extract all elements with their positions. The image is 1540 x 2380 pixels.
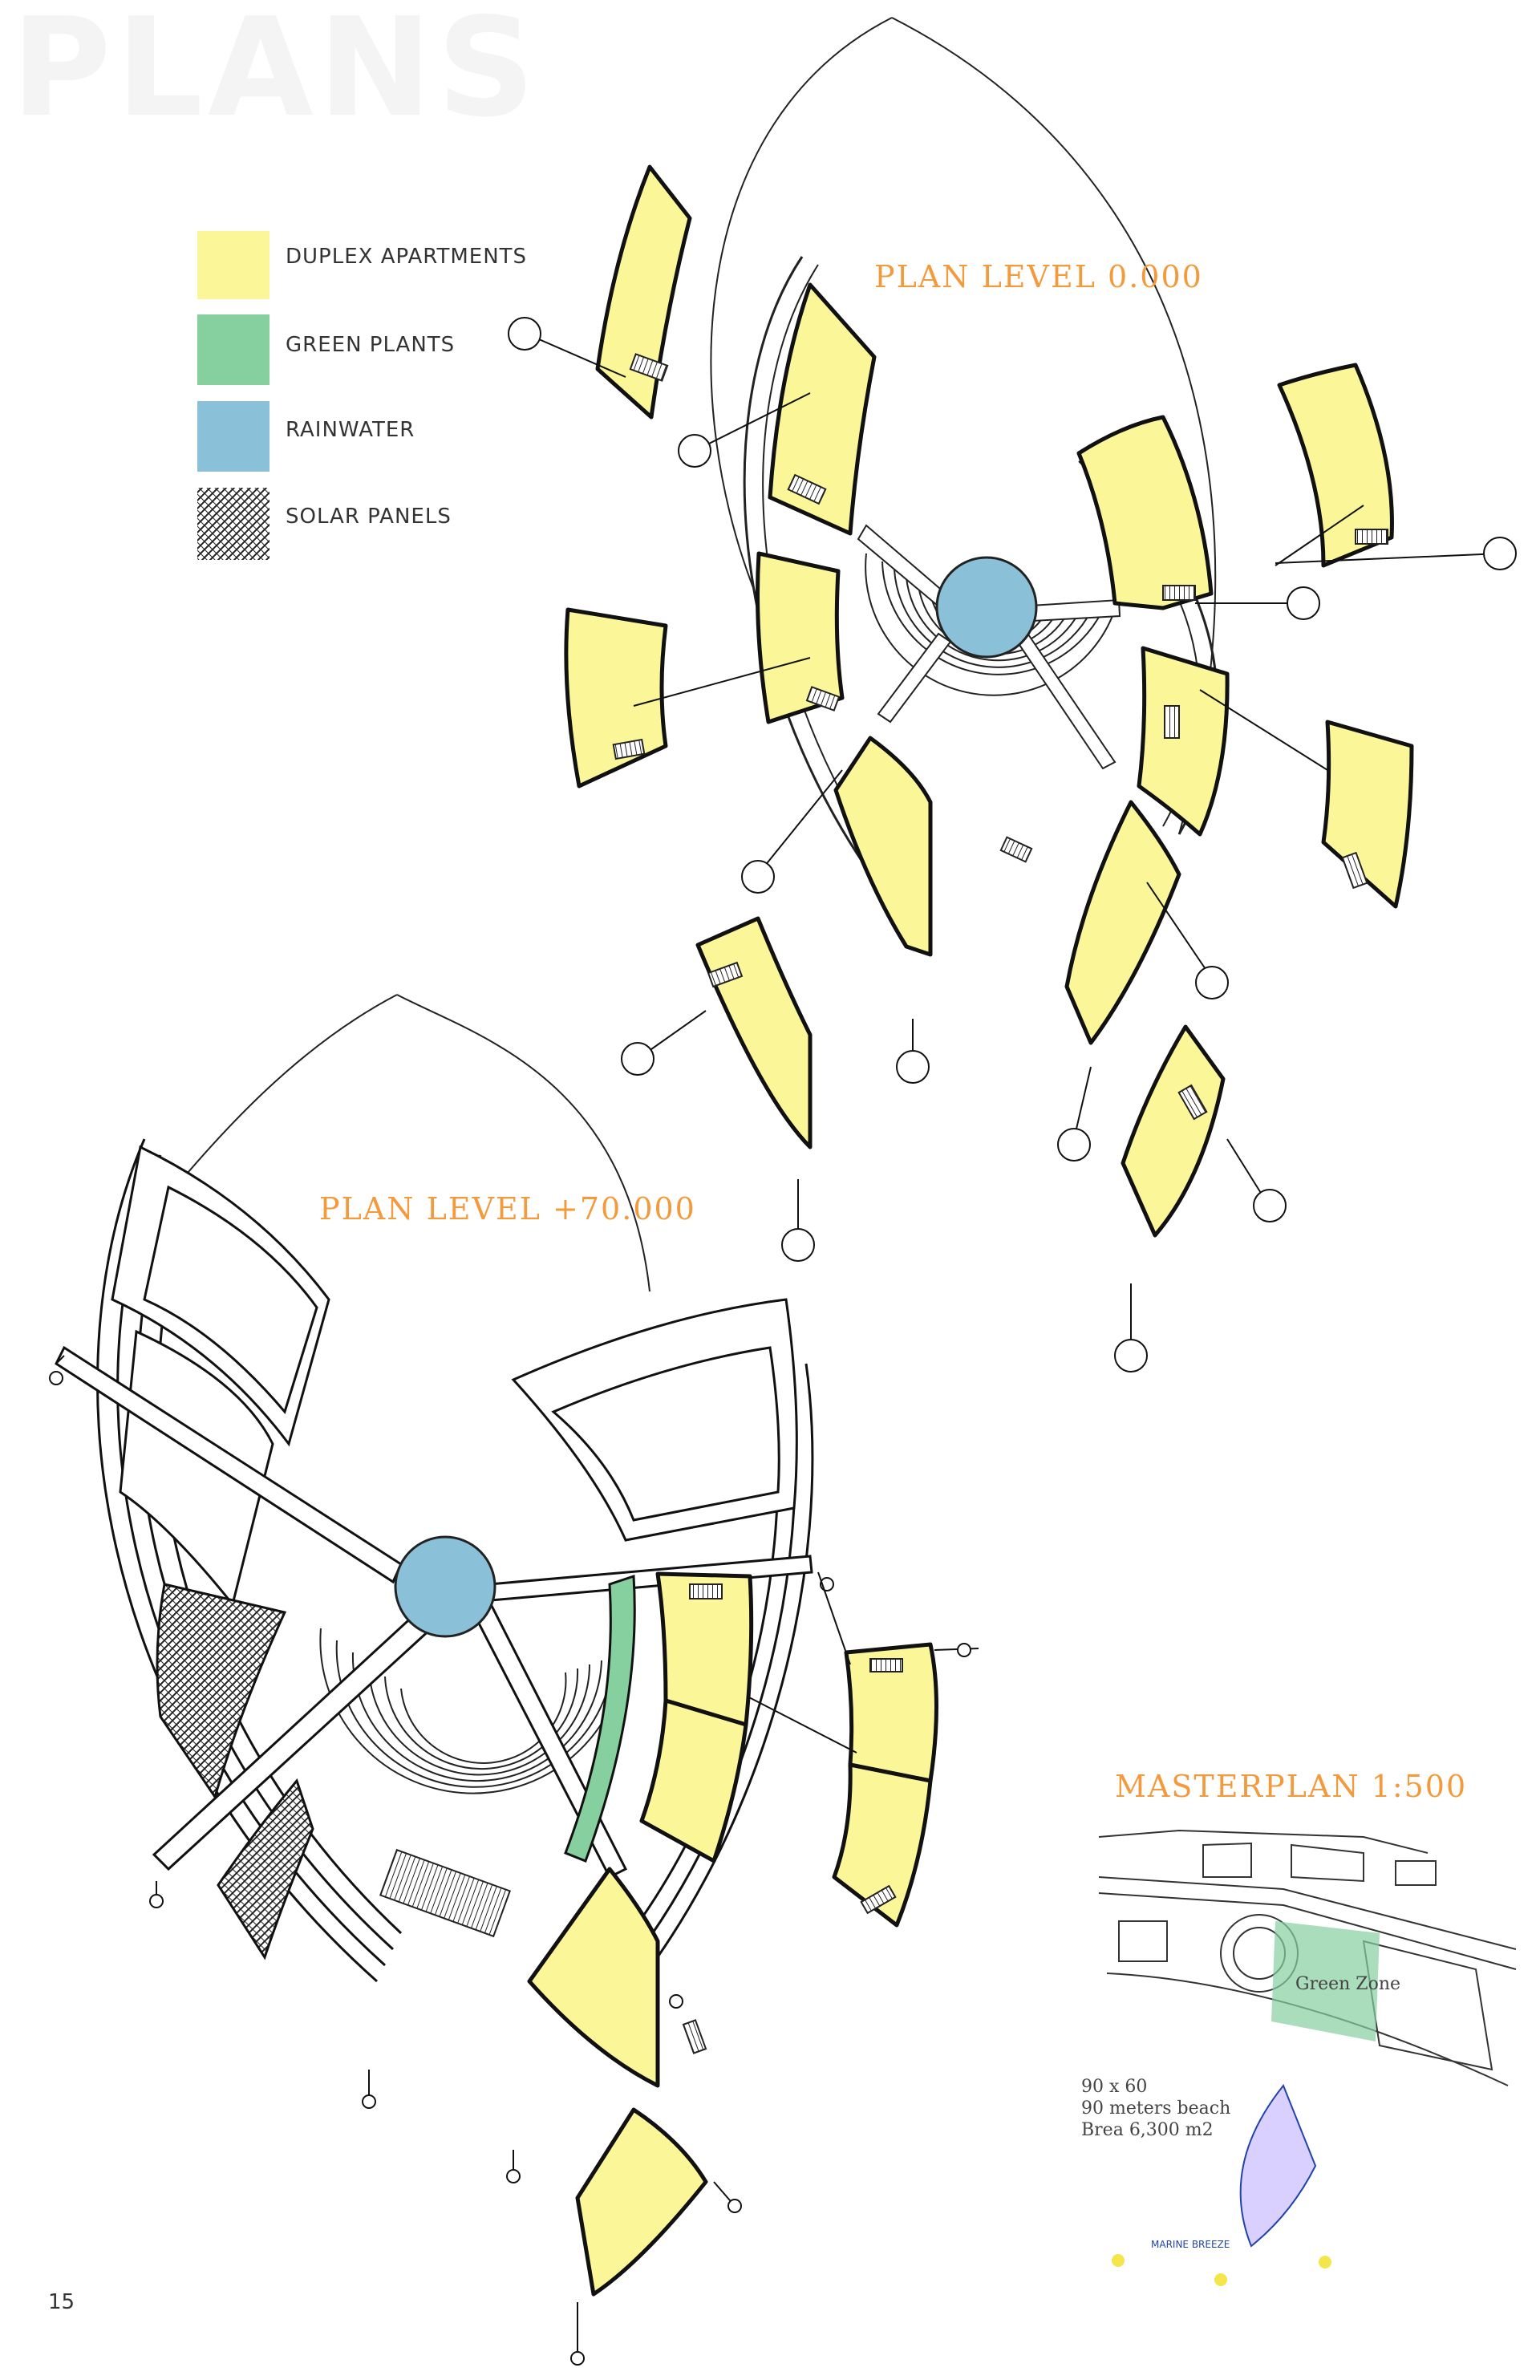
green-zone <box>1271 1921 1380 2041</box>
rainwater-core-level-0 <box>935 556 1038 659</box>
legend-label-rainwater: RAINWATER <box>286 418 415 442</box>
apartment-unit <box>595 164 692 420</box>
masterplan: MASTERPLAN 1:500 Green Zone 90 x 60 90 m… <box>1081 1769 1517 2286</box>
legend-swatch-green <box>197 314 270 385</box>
plan-level-70: PLAN LEVEL +70.000 <box>49 994 979 2366</box>
apartment-unit <box>1277 363 1394 568</box>
sun-markers <box>1112 2254 1331 2286</box>
beach-note-3: Brea 6,300 m2 <box>1081 2120 1214 2140</box>
page-title: PLANS <box>11 0 541 148</box>
apartment-unit <box>1137 646 1230 837</box>
apartment-unit <box>832 1762 933 1928</box>
breeze-label: MARINE BREEZE <box>1151 2239 1230 2250</box>
apartment-unit <box>695 916 813 1149</box>
beach-note-2: 90 meters beach <box>1081 2098 1230 2118</box>
rainwater-core-level-70 <box>394 1535 496 1638</box>
apartment-unit <box>575 2107 708 2297</box>
masterplan-title: MASTERPLAN 1:500 <box>1115 1769 1467 1804</box>
page-number: 15 <box>48 2290 75 2314</box>
apartment-unit <box>527 1867 660 2088</box>
apartment-unit <box>1076 415 1214 610</box>
legend-swatch-solar <box>197 488 270 560</box>
apartment-unit <box>1321 720 1414 909</box>
plan-level-0: PLAN LEVEL 0.000 <box>508 17 1517 1372</box>
apartment-unit <box>833 736 933 957</box>
legend-swatch-rainwater <box>197 401 270 472</box>
plan-title-level-0: PLAN LEVEL 0.000 <box>874 259 1203 294</box>
apartment-unit <box>639 1698 748 1863</box>
beach-note-1: 90 x 60 <box>1081 2077 1147 2097</box>
legend-swatch-duplex <box>197 231 270 299</box>
green-plant-strip <box>564 1574 636 1863</box>
apartment-unit <box>1121 1024 1226 1238</box>
apartment-unit <box>564 607 668 789</box>
green-zone-label: Green Zone <box>1295 1974 1400 1994</box>
legend: DUPLEX APARTMENTS GREEN PLANTS RAINWATER… <box>197 231 527 560</box>
legend-label-green: GREEN PLANTS <box>286 333 455 357</box>
site-shape <box>1239 2084 1317 2248</box>
solar-panel-array <box>217 1778 314 1960</box>
legend-label-solar: SOLAR PANELS <box>286 505 452 529</box>
legend-label-duplex: DUPLEX APARTMENTS <box>286 245 527 269</box>
apartment-unit <box>1064 800 1181 1045</box>
apartment-unit <box>756 551 845 724</box>
plan-title-level-70: PLAN LEVEL +70.000 <box>319 1191 696 1226</box>
solar-panel-array <box>156 1583 287 1800</box>
apartment-unit <box>768 282 877 536</box>
